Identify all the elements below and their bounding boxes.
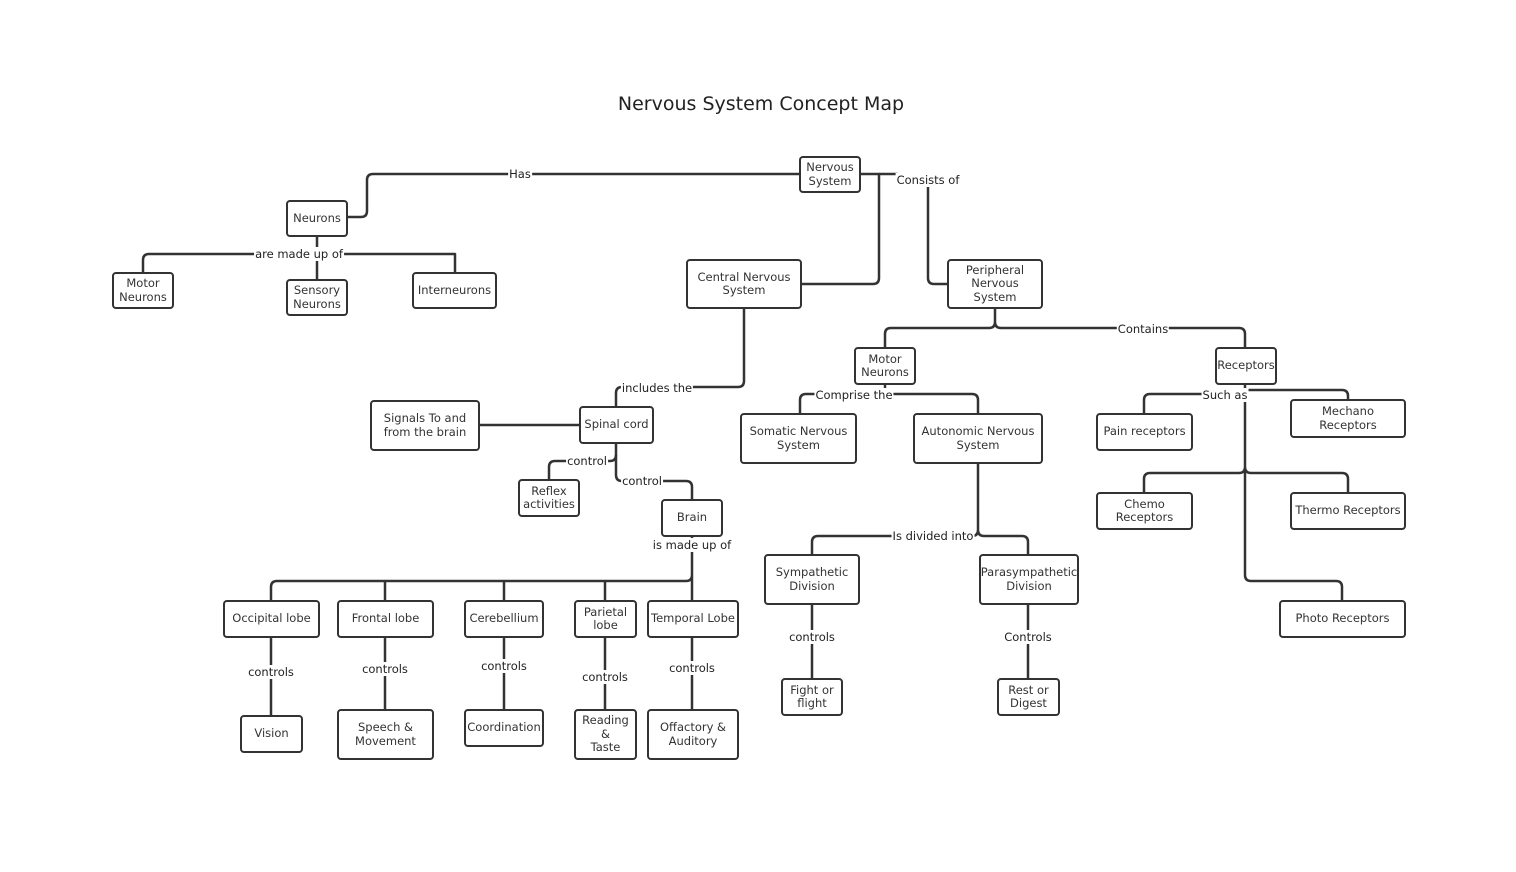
- edge-pns-contains: [883, 309, 1247, 348]
- link-label-are-made-up-of: are made up of: [254, 247, 344, 261]
- node-rest-or-digest[interactable]: Rest or Digest: [997, 678, 1060, 716]
- node-thermo-receptors[interactable]: Thermo Receptors: [1290, 492, 1406, 530]
- link-label-contains: Contains: [1116, 322, 1170, 336]
- link-label-control-reflex: control: [566, 454, 608, 468]
- link-label-such-as: Such as: [1201, 388, 1249, 402]
- node-parietal-lobe[interactable]: Parietal lobe: [574, 600, 637, 638]
- link-label-consists-of: Consists of: [895, 173, 961, 187]
- node-temporal-lobe[interactable]: Temporal Lobe: [647, 600, 739, 638]
- link-label-has: Has: [508, 167, 532, 181]
- node-vision[interactable]: Vision: [240, 715, 303, 753]
- node-photo-receptors[interactable]: Photo Receptors: [1279, 600, 1406, 638]
- node-mechano-receptors[interactable]: Mechano Receptors: [1290, 399, 1406, 438]
- node-coordination[interactable]: Coordination: [464, 709, 544, 747]
- node-sympathetic-division[interactable]: Sympathetic Division: [764, 554, 860, 605]
- link-label-controls-vision: controls: [247, 665, 295, 679]
- node-neurons[interactable]: Neurons: [286, 200, 348, 237]
- edge-consists-of-pns: [879, 172, 948, 286]
- node-fight-or-flight[interactable]: Fight or flight: [781, 678, 843, 716]
- diagram-title: Nervous System Concept Map: [617, 93, 905, 115]
- node-reading-taste[interactable]: Reading & Taste: [574, 709, 637, 760]
- link-label-controls-offactory: controls: [668, 661, 716, 675]
- node-occipital-lobe[interactable]: Occipital lobe: [223, 600, 320, 638]
- edge-such-as: [1142, 384, 1350, 601]
- node-parasympathetic-division[interactable]: Parasympathetic Division: [979, 554, 1079, 605]
- node-speech-movement[interactable]: Speech & Movement: [337, 709, 434, 760]
- node-brain[interactable]: Brain: [661, 499, 723, 537]
- link-label-comprise-the: Comprise the: [814, 388, 894, 402]
- node-cerebellium[interactable]: Cerebellium: [464, 600, 544, 638]
- link-label-is-divided-into: Is divided into: [891, 529, 975, 543]
- link-label-controls-coordination: controls: [480, 659, 528, 673]
- edge-brain-lobes: [269, 536, 694, 601]
- edge-consists-of-cns: [801, 172, 881, 286]
- link-label-is-made-up-of: is made up of: [651, 538, 733, 552]
- node-signals[interactable]: Signals To and from the brain: [370, 400, 480, 451]
- node-interneurons[interactable]: Interneurons: [412, 272, 497, 309]
- link-label-controls-speech: controls: [361, 662, 409, 676]
- node-offactory-auditory[interactable]: Offactory & Auditory: [647, 709, 739, 760]
- node-reflex-activities[interactable]: Reflex activities: [518, 479, 580, 517]
- node-sensory-neurons[interactable]: Sensory Neurons: [286, 279, 348, 316]
- link-label-controls-reading: controls: [581, 670, 629, 684]
- node-receptors[interactable]: Receptors: [1215, 347, 1277, 385]
- node-nervous-system[interactable]: Nervous System: [799, 156, 861, 193]
- link-label-controls-fight: controls: [788, 630, 836, 644]
- link-label-includes-the: includes the: [620, 381, 694, 395]
- edge-division-controls: [810, 605, 1030, 679]
- node-motor-neurons-pns[interactable]: Motor Neurons: [854, 347, 916, 385]
- node-central-nervous-system[interactable]: Central Nervous System: [686, 259, 802, 309]
- node-autonomic-nervous-system[interactable]: Autonomic Nervous System: [913, 413, 1043, 464]
- node-motor-neurons[interactable]: Motor Neurons: [112, 272, 174, 309]
- node-pain-receptors[interactable]: Pain receptors: [1096, 413, 1193, 451]
- node-peripheral-nervous-system[interactable]: Peripheral Nervous System: [947, 259, 1043, 309]
- node-chemo-receptors[interactable]: Chemo Receptors: [1096, 492, 1193, 530]
- link-label-controls-rest: Controls: [1003, 630, 1053, 644]
- edge-has: [347, 172, 800, 219]
- link-label-control-brain: control: [621, 474, 663, 488]
- node-spinal-cord[interactable]: Spinal cord: [579, 406, 654, 444]
- node-frontal-lobe[interactable]: Frontal lobe: [337, 600, 434, 638]
- node-somatic-nervous-system[interactable]: Somatic Nervous System: [740, 413, 857, 464]
